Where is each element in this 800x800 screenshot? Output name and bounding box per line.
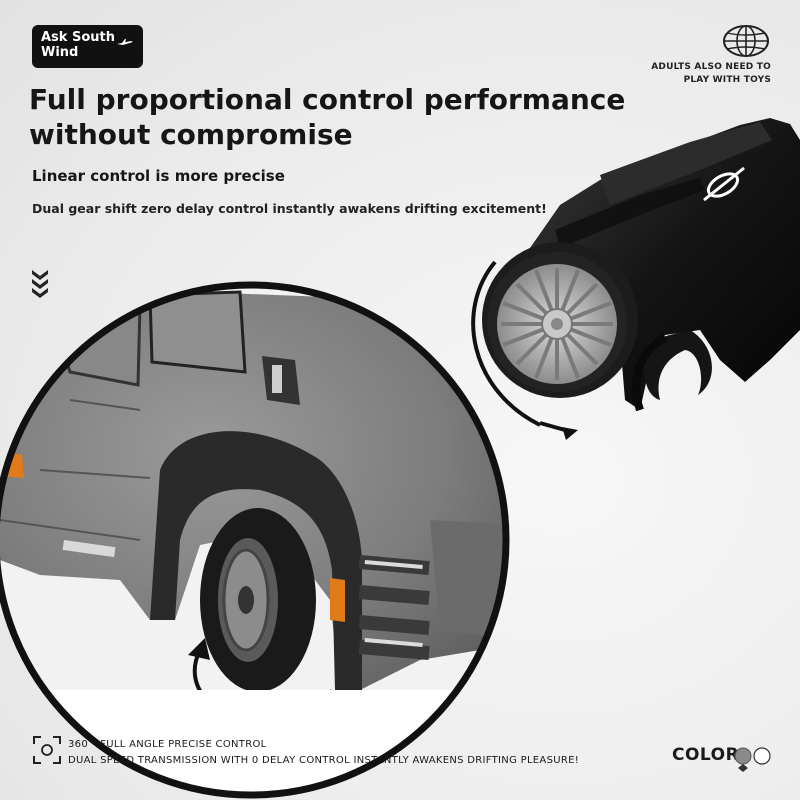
footer-text: 360 ° FULL ANGLE PRECISE CONTROL DUAL SP… bbox=[68, 737, 638, 769]
rotate-arrow-icon bbox=[471, 260, 541, 427]
truck-closeup bbox=[0, 281, 510, 799]
tagline-line1: ADULTS ALSO NEED TO bbox=[651, 62, 771, 72]
subheadline: Linear control is more precise bbox=[32, 167, 285, 185]
headline-line2: without compromise bbox=[29, 118, 353, 151]
swatch-white[interactable] bbox=[753, 747, 771, 765]
tagline: ADULTS ALSO NEED TO PLAY WITH TOYS bbox=[621, 61, 771, 87]
controller-logo-icon bbox=[703, 166, 745, 202]
swatch-gray[interactable] bbox=[734, 747, 752, 765]
headline-line1: Full proportional control performance bbox=[29, 83, 626, 116]
selected-indicator-icon bbox=[738, 764, 748, 772]
headline: Full proportional control performance wi… bbox=[29, 82, 629, 152]
360-frame-icon bbox=[33, 736, 61, 764]
color-swatches bbox=[734, 747, 771, 772]
color-label: COLOR bbox=[672, 745, 740, 765]
description: Dual gear shift zero delay control insta… bbox=[32, 201, 547, 216]
tagline-line2: PLAY WITH TOYS bbox=[683, 75, 771, 85]
airplane-icon bbox=[117, 39, 133, 45]
remote-controller bbox=[471, 118, 800, 440]
footer-line2: DUAL SPEED TRANSMISSION WITH 0 DELAY CON… bbox=[68, 755, 580, 766]
triple-chevron-down-icon bbox=[32, 270, 48, 298]
brand-name: Ask South Wind bbox=[41, 30, 115, 60]
footer-line1: 360 ° FULL ANGLE PRECISE CONTROL bbox=[68, 739, 267, 750]
globe-icon bbox=[723, 25, 769, 57]
brand-badge: Ask South Wind bbox=[32, 25, 143, 68]
